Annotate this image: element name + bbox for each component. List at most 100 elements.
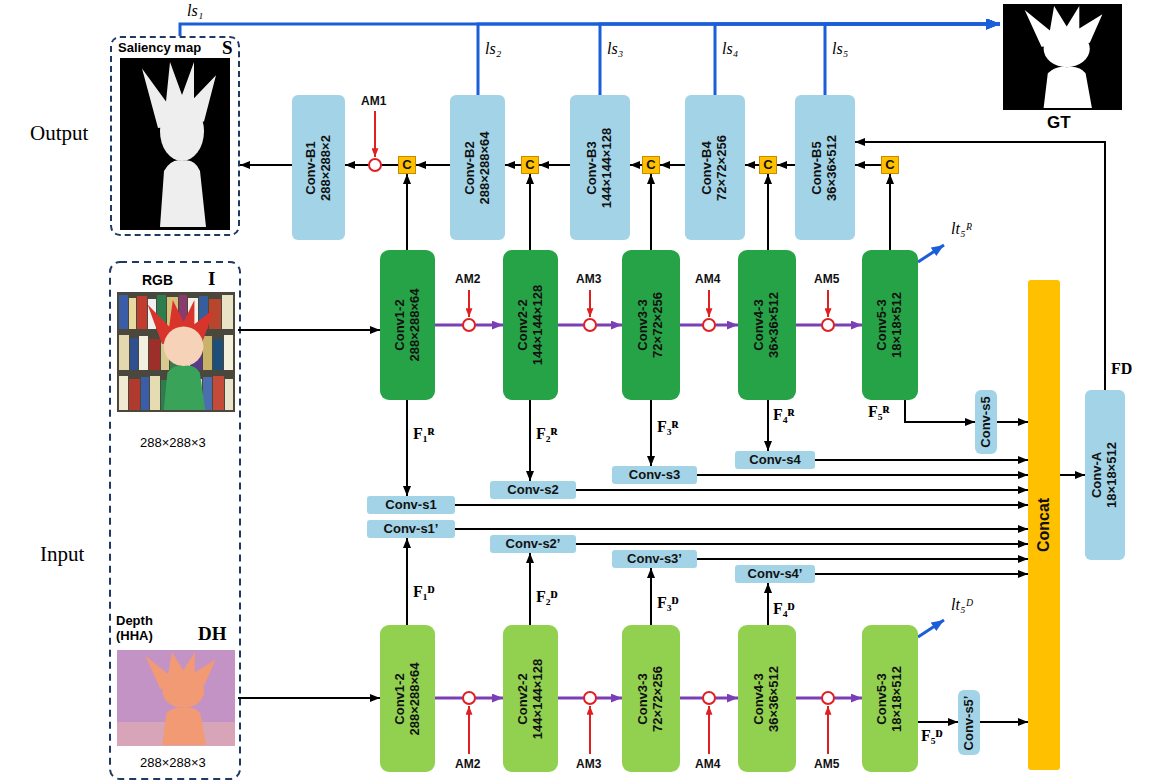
concat-op-box: C bbox=[642, 156, 660, 174]
attention-label: AM4 bbox=[695, 272, 720, 286]
depth-encoder-block: Conv4-336×36×512 bbox=[738, 625, 796, 772]
feature-label: F₅ᴰ bbox=[921, 727, 942, 745]
drawing-part bbox=[1025, 6, 1103, 108]
drawing-part bbox=[822, 692, 834, 704]
drawing-part bbox=[222, 295, 233, 329]
drawing-part bbox=[145, 652, 215, 745]
feature-label: F₂ᴰ bbox=[536, 588, 557, 606]
flow-arrow bbox=[238, 697, 380, 699]
flow-arrow bbox=[406, 538, 408, 625]
flow-arrow bbox=[455, 504, 1028, 506]
box-text: 288×288×2 bbox=[319, 135, 334, 201]
flow-arrow bbox=[576, 489, 1028, 491]
depth-input: Depth (HHA)DH288×288×3 bbox=[112, 612, 238, 776]
drawing-part bbox=[827, 706, 829, 754]
flow-arrow bbox=[529, 400, 531, 481]
loss-arrow bbox=[600, 24, 1000, 95]
box-text: 144×144×128 bbox=[600, 127, 615, 207]
node-text: S bbox=[222, 38, 233, 59]
label-slot: AM3 bbox=[576, 272, 601, 286]
loss-arrow bbox=[180, 24, 1000, 36]
attention-circles bbox=[369, 159, 834, 704]
drawing-part bbox=[213, 339, 223, 370]
box-text: Conv-s4’ bbox=[748, 567, 803, 582]
box-text: Conv5-3 bbox=[875, 666, 890, 732]
node-text: GT bbox=[1047, 114, 1071, 133]
rgb-input: RGBI288×288×3 bbox=[112, 266, 238, 456]
drawing-part bbox=[119, 335, 129, 370]
flow-arrow bbox=[815, 573, 1028, 575]
label-slot: F₁ᴿ bbox=[413, 425, 435, 443]
label-slot: AM3 bbox=[576, 757, 601, 771]
drawing-part bbox=[120, 58, 230, 230]
flow-arrow bbox=[240, 164, 292, 166]
label-slot: lt₅ᴰ bbox=[950, 596, 974, 614]
loss-arrow bbox=[478, 24, 1000, 95]
text-group: Conv1-2288×288×64 bbox=[393, 662, 423, 735]
text-group: Conv-s5 bbox=[979, 396, 994, 447]
text-slot: I bbox=[208, 269, 215, 290]
flow-arrow bbox=[767, 174, 769, 250]
node-text: 288×288×3 bbox=[140, 756, 206, 771]
text-group: Conv-s1 bbox=[385, 498, 436, 513]
drawing-part bbox=[463, 319, 475, 331]
label-slot: F₅ᴰ bbox=[921, 727, 942, 745]
label-slot: F₂ᴰ bbox=[536, 588, 557, 606]
box-text: 18×18×512 bbox=[1105, 442, 1120, 508]
side-conv-box: Conv-s2’ bbox=[490, 535, 576, 553]
side-conv-box: Conv-s1 bbox=[367, 496, 455, 514]
rgb-encoder-block: Conv3-372×72×256 bbox=[622, 250, 680, 400]
flow-arrow bbox=[889, 174, 891, 250]
loss-label: ls₃ bbox=[606, 40, 624, 58]
text-group: Conv5-318×18×512 bbox=[875, 292, 905, 358]
drawing-part bbox=[141, 377, 149, 410]
text-group: C bbox=[525, 158, 534, 173]
feature-label: F₁ᴰ bbox=[413, 583, 434, 601]
concat-op-box: C bbox=[521, 156, 539, 174]
drawing-part bbox=[584, 692, 596, 704]
flow-arrow bbox=[406, 400, 408, 496]
box-text: Conv-s1 bbox=[385, 498, 436, 513]
attention-label: AM3 bbox=[576, 757, 601, 771]
box-text: Conv-B3 bbox=[585, 127, 600, 207]
drawing-part bbox=[224, 335, 233, 370]
rgb-encoder-block: Conv5-318×18×512 bbox=[862, 250, 918, 400]
edge-label-slot: ls₄ bbox=[721, 40, 739, 58]
flow-arrow bbox=[1060, 474, 1085, 476]
attention-label: AM1 bbox=[361, 94, 386, 108]
label-slot: lt₅ᴿ bbox=[950, 220, 973, 238]
flow-arrow bbox=[238, 329, 380, 331]
flow-arrow bbox=[815, 459, 1028, 461]
box-text: C bbox=[885, 158, 894, 173]
decoder-conv-box: Conv-B2288×288×64 bbox=[450, 95, 505, 240]
text-group: Concat bbox=[1035, 498, 1053, 552]
drawing-part bbox=[225, 379, 233, 410]
box-text: Conv4-3 bbox=[752, 666, 767, 732]
connector-group bbox=[180, 24, 1105, 722]
label-slot: F₃ᴿ bbox=[657, 418, 679, 436]
box-text: 36×36×512 bbox=[767, 292, 782, 358]
loss-label: lt₅ᴿ bbox=[950, 220, 973, 238]
drawing-part bbox=[117, 292, 235, 412]
drawing-part bbox=[822, 319, 834, 331]
feature-label: F₂ᴿ bbox=[536, 425, 558, 443]
feature-label: F₄ᴰ bbox=[773, 600, 794, 618]
loss-label: ls₁ bbox=[186, 2, 204, 20]
side-conv-box: Conv-s5’ bbox=[958, 690, 980, 755]
box-text: 288×288×64 bbox=[408, 662, 423, 735]
drawing-part bbox=[164, 366, 205, 410]
feature-label: F₃ᴿ bbox=[657, 418, 679, 436]
label-slot: AM5 bbox=[814, 757, 839, 771]
box-text: Conv3-3 bbox=[636, 666, 651, 732]
flow-arrow bbox=[406, 174, 408, 250]
text-group: Conv-B536×36×512 bbox=[810, 135, 840, 201]
text-group: Conv-s4 bbox=[749, 453, 800, 468]
text-group: Conv3-372×72×256 bbox=[636, 666, 666, 732]
side-conv-box: Conv-s4 bbox=[735, 451, 815, 469]
drawing-part bbox=[139, 336, 148, 370]
box-text: Conv5-3 bbox=[875, 292, 890, 358]
loss-leaders bbox=[918, 245, 944, 637]
ground-truth-picture bbox=[1003, 4, 1122, 110]
